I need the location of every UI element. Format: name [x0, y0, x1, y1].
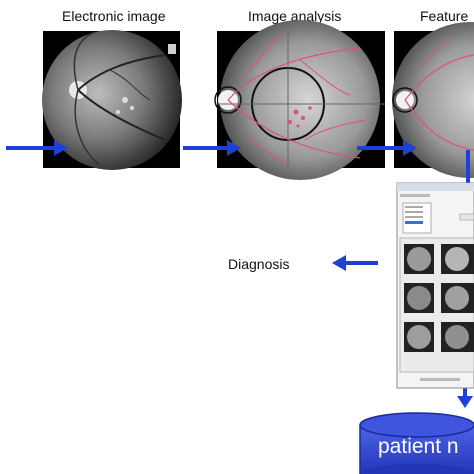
- label-feature: Feature: [420, 8, 469, 24]
- retina-fundus-icon: [42, 30, 182, 170]
- database-label: patient n: [378, 435, 459, 458]
- database-cylinder-icon: [359, 412, 474, 474]
- label-diagnosis: Diagnosis: [228, 256, 290, 272]
- analysis-overlay-icon: [214, 20, 385, 180]
- label-image-analysis: Image analysis: [248, 8, 342, 24]
- label-electronic-image: Electronic image: [62, 8, 166, 24]
- software-window-icon: [396, 182, 474, 389]
